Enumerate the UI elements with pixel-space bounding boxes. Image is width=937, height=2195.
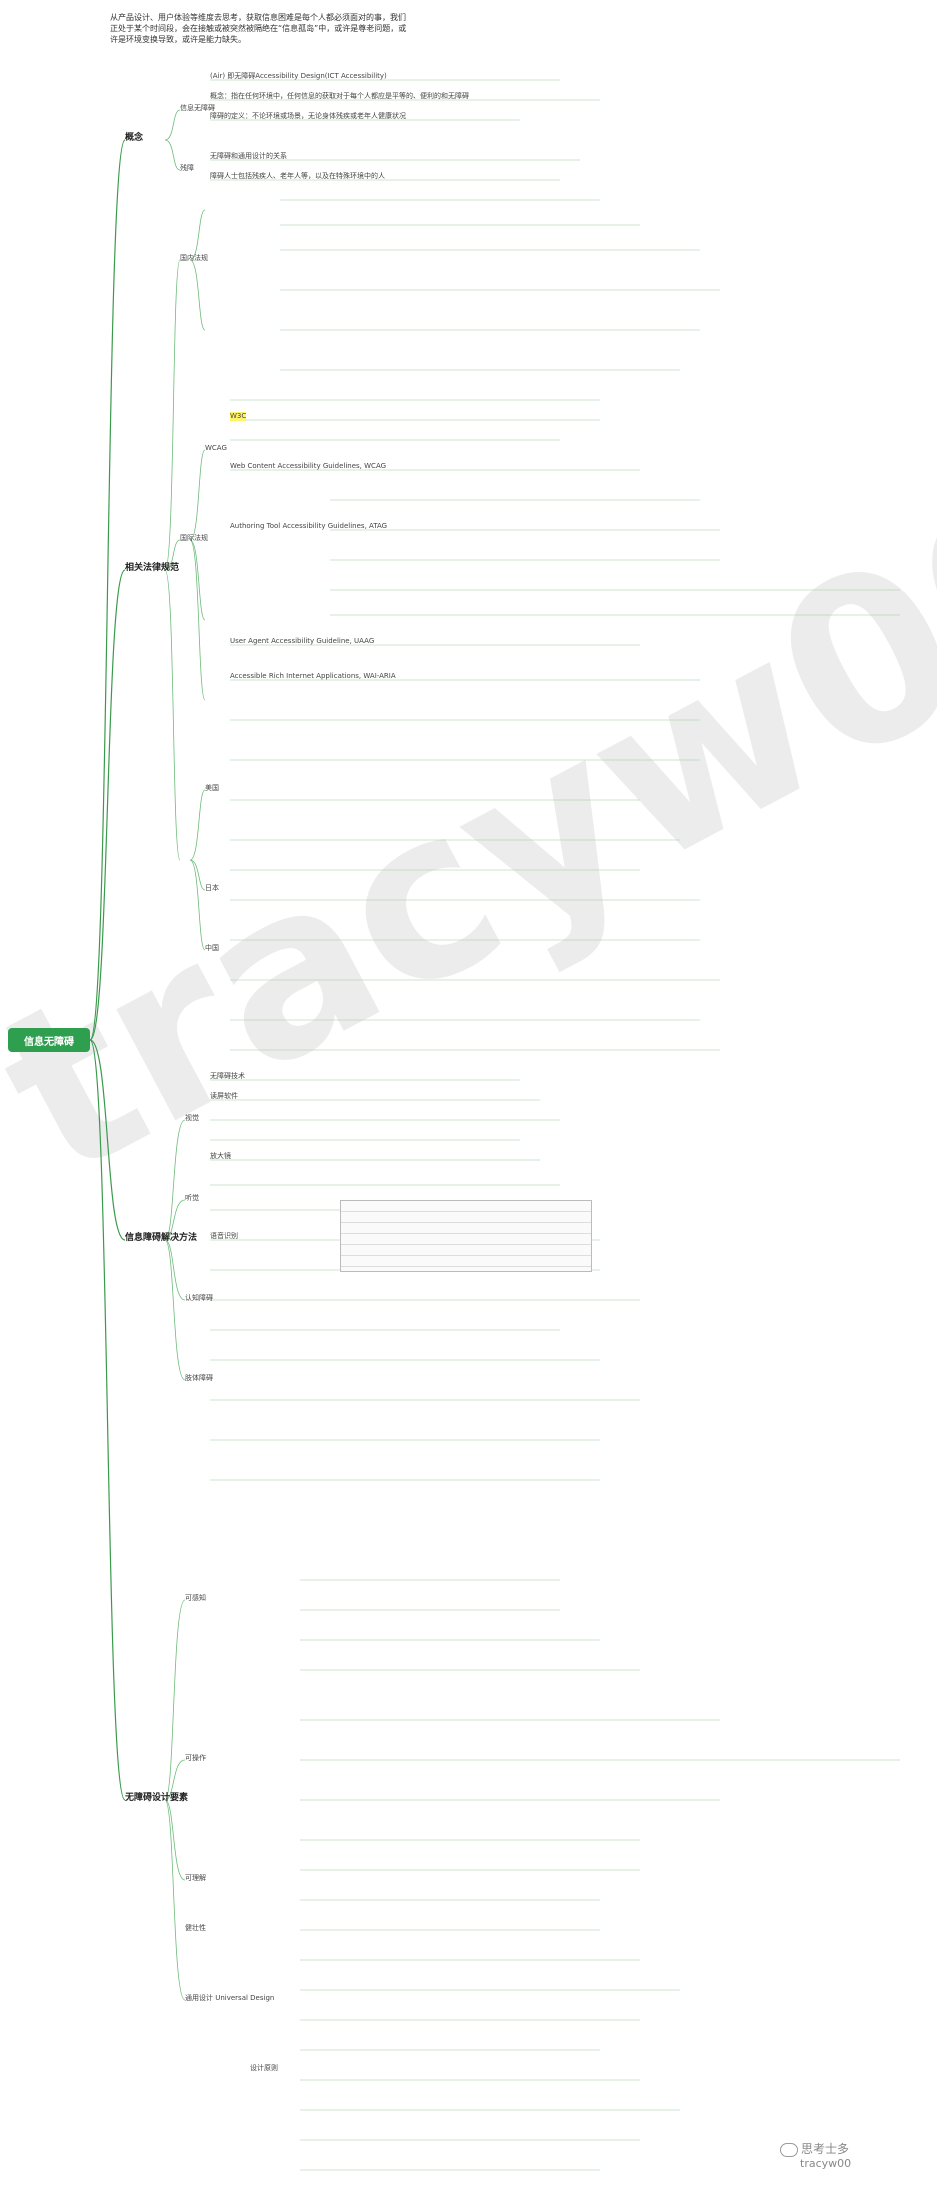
solutions-item: 认知障碍 (185, 1294, 213, 1302)
section-solutions[interactable]: 信息障碍解决方法 (125, 1233, 198, 1243)
section-laws[interactable]: 相关法律规范 (125, 563, 180, 573)
section-concept[interactable]: 概念 (125, 133, 144, 143)
design-item: 可感知 (185, 1594, 206, 1602)
intro-text: 从产品设计、用户体验等维度去思考，获取信息困难是每个人都必须面对的事，我们正处于… (110, 13, 407, 44)
laws-item: Authoring Tool Accessibility Guidelines,… (230, 522, 388, 530)
solutions-item: 肢体障碍 (185, 1374, 213, 1382)
concept-item: 残障 (180, 164, 194, 172)
concept-item: 信息无障碍 (180, 104, 215, 112)
laws-item: W3C (230, 412, 247, 421)
footer-watermark: 思考士多 tracyw00 (780, 2140, 930, 2170)
concept-item: 无障碍和通用设计的关系 (210, 152, 287, 160)
laws-item: 国内法规 (180, 254, 208, 262)
design-item: 可操作 (185, 1754, 206, 1762)
wechat-icon (780, 2142, 798, 2157)
concept-item: (Air) 即无障碍Accessibility Design(ICT Acces… (210, 72, 387, 80)
root-node[interactable]: 信息无障碍 (8, 1028, 90, 1052)
section-design-elements[interactable]: 无障碍设计要素 (125, 1793, 189, 1803)
solutions-item: 听觉 (185, 1194, 199, 1202)
laws-item: 中国 (205, 944, 219, 952)
laws-item: Accessible Rich Internet Applications, W… (230, 672, 396, 680)
design-item: 通用设计 Universal Design (185, 1994, 275, 2002)
design-item: 设计原则 (250, 2064, 278, 2072)
solutions-item: 放大镜 (210, 1152, 231, 1160)
concept-item: 概念：指在任何环境中，任何信息的获取对于每个人都应是平等的、便利的和无障碍 (210, 92, 469, 100)
laws-item: WCAG (205, 444, 227, 452)
laws-item: 国际法规 (180, 534, 208, 542)
solutions-item: 读屏软件 (210, 1092, 238, 1100)
solutions-item: 视觉 (185, 1114, 199, 1122)
embedded-table-image (340, 1200, 592, 1272)
laws-item: User Agent Accessibility Guideline, UAAG (230, 637, 375, 645)
laws-item: 美国 (205, 784, 219, 792)
design-item: 健壮性 (185, 1924, 206, 1932)
concept-item: 障碍的定义：不论环境或场景，无论身体残疾或老年人健康状况 (210, 112, 406, 120)
account-id: tracyw00 (800, 2157, 852, 2170)
laws-item: 日本 (205, 884, 219, 892)
account-name: 思考士多 (801, 2142, 850, 2156)
concept-item: 障碍人士包括残疾人、老年人等，以及在特殊环境中的人 (210, 172, 385, 180)
solutions-item: 无障碍技术 (210, 1072, 245, 1080)
laws-item: Web Content Accessibility Guidelines, WC… (230, 462, 387, 470)
solutions-item: 语音识别 (210, 1232, 238, 1240)
design-item: 可理解 (185, 1874, 206, 1882)
